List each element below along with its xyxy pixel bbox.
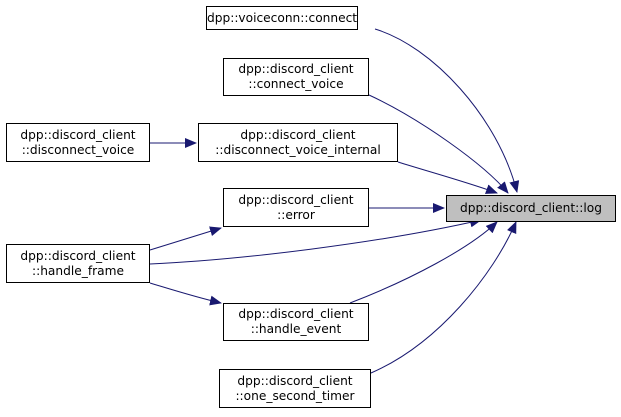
edge-handle-frame-to-handle-event bbox=[149, 282, 222, 306]
node-label-line: ::connect_voice bbox=[248, 77, 344, 91]
node-label-line: ::error bbox=[277, 207, 315, 222]
node-label-line: dpp::discord_client bbox=[240, 127, 356, 142]
edge-handle-frame-to-error bbox=[149, 226, 222, 251]
edge-disconnect-voice-internal-to-log bbox=[397, 161, 498, 194]
edge-handle-frame-to-log bbox=[149, 217, 482, 265]
node-disconnect-voice[interactable]: dpp::discord_client::disconnect_voice bbox=[6, 123, 150, 162]
node-error[interactable]: dpp::discord_client::error bbox=[223, 188, 369, 227]
node-disconnect-voice-internal[interactable]: dpp::discord_client::disconnect_voice_in… bbox=[198, 123, 398, 162]
node-label-line: dpp::discord_client bbox=[20, 127, 136, 142]
edge-handle-event-to-log bbox=[349, 221, 498, 304]
node-label-line: ::one_second_timer bbox=[235, 388, 355, 403]
node-voiceconn-connect[interactable]: dpp::voiceconn::connect bbox=[206, 6, 358, 30]
edge-voiceconn-connect-to-log bbox=[374, 28, 520, 193]
edge-one-second-timer-to-log bbox=[370, 221, 517, 374]
node-label-line: dpp::discord_client bbox=[238, 307, 354, 321]
node-one-second-timer[interactable]: dpp::discord_client::one_second_timer bbox=[219, 369, 371, 408]
node-label-line: dpp::discord_client bbox=[238, 62, 354, 76]
node-connect-voice[interactable]: dpp::discord_client::connect_voice bbox=[223, 58, 369, 96]
node-label-line: ::handle_event bbox=[250, 322, 342, 336]
node-label-line: dpp::discord_client bbox=[238, 192, 354, 207]
focus-node-log: dpp::discord_client::log bbox=[446, 195, 616, 222]
node-label-line: dpp::discord_client bbox=[237, 373, 353, 388]
edge-connect-voice-to-log bbox=[368, 94, 509, 194]
node-handle-event[interactable]: dpp::discord_client::handle_event bbox=[223, 303, 369, 341]
node-label-line: dpp::voiceconn::connect bbox=[207, 10, 358, 25]
node-label-line: ::disconnect_voice bbox=[21, 142, 135, 157]
node-label-line: dpp::discord_client::log bbox=[460, 201, 602, 215]
node-label-line: dpp::discord_client bbox=[20, 248, 136, 263]
node-label-line: ::disconnect_voice_internal bbox=[215, 142, 381, 157]
node-handle-frame[interactable]: dpp::discord_client::handle_frame bbox=[6, 244, 150, 283]
node-label-line: ::handle_frame bbox=[32, 263, 124, 278]
